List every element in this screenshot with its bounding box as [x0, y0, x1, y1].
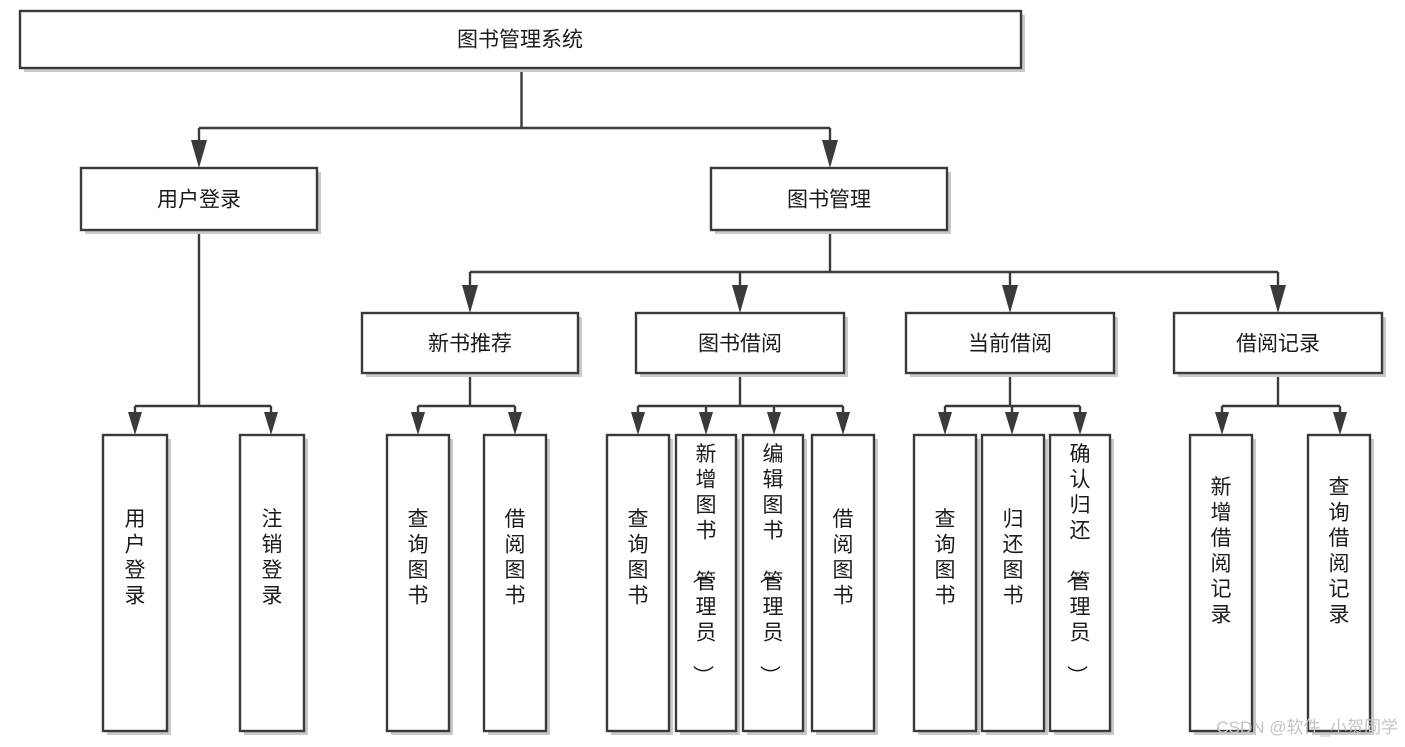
node-borrow-record-label: 借阅记录: [1236, 333, 1320, 356]
leaf-logout-login-box: [238, 433, 306, 733]
node-book-management-label: 图书管理: [787, 189, 871, 212]
leaf-query-book-3-box: [912, 433, 978, 733]
node-book-borrow-box: [634, 311, 846, 375]
leaf-add-book[interactable]: 新增图书（管理员）: [674, 433, 740, 735]
leaf-edit-book[interactable]: 编辑图书（管理员）: [741, 433, 807, 735]
connectors-borrow-to-leaves: [631, 375, 850, 435]
connectors-book-management-to-level2: [462, 232, 1286, 313]
arrow-head-new-book-recommend: [462, 285, 478, 313]
leaf-query-book-1-label: 查询图书: [408, 508, 429, 608]
leaf-add-borrow-record-box: [1188, 433, 1254, 733]
leaf-query-borrow-record[interactable]: 查询借阅记录: [1306, 433, 1374, 735]
arrow-head-leaf-logout-login: [264, 412, 278, 435]
leaf-add-borrow-record-label: 新增借阅记录: [1211, 476, 1232, 627]
watermark-label: CSDN @软件_小贺同学: [1216, 718, 1398, 737]
leaf-query-book-3[interactable]: 查询图书: [912, 433, 980, 735]
leaf-edit-book-label: 编辑图书（管理员）: [758, 443, 784, 686]
arrow-head-current-borrow: [1002, 285, 1018, 313]
arrow-head-leaf-query-book-3: [938, 412, 952, 435]
leaf-query-book-1-box: [385, 433, 451, 733]
arrow-head-book-management: [822, 140, 838, 168]
connectors-recommend-to-leaves: [411, 375, 522, 435]
leaf-return-book-box: [980, 433, 1046, 733]
leaf-query-book-3-label: 查询图书: [935, 508, 956, 608]
leaf-return-book[interactable]: 归还图书: [980, 433, 1048, 735]
node-new-book-recommend[interactable]: 新书推荐: [360, 311, 582, 377]
node-user-login-box: [79, 166, 319, 232]
leaf-confirm-return-box: [1048, 433, 1112, 733]
leaf-borrow-book-1[interactable]: 借阅图书: [482, 433, 550, 735]
arrow-head-leaf-query-book-1: [411, 412, 425, 435]
node-current-borrow-box: [904, 311, 1116, 375]
leaf-user-login[interactable]: 用户登录: [101, 433, 171, 735]
leaf-query-book-2-label: 查询图书: [628, 508, 649, 608]
leaf-user-login-label: 用户登录: [125, 508, 146, 608]
leaf-query-book-2[interactable]: 查询图书: [605, 433, 673, 735]
leaf-logout-login[interactable]: 注销登录: [238, 433, 308, 735]
leaf-query-borrow-record-label: 查询借阅记录: [1329, 476, 1350, 627]
node-borrow-record[interactable]: 借阅记录: [1172, 311, 1386, 377]
leaf-borrow-book-2-box: [810, 433, 876, 733]
node-new-book-recommend-label: 新书推荐: [428, 333, 512, 356]
node-book-management[interactable]: 图书管理: [709, 166, 951, 234]
arrow-head-leaf-borrow-book-2: [836, 412, 850, 435]
arrow-head-book-borrow: [732, 285, 748, 313]
leaf-query-book-2-box: [605, 433, 671, 733]
leaf-confirm-return[interactable]: 确认归还（管理员）: [1048, 433, 1114, 735]
node-root-label: 图书管理系统: [457, 29, 583, 52]
node-book-management-box: [709, 166, 949, 232]
connectors-current-to-leaves: [938, 375, 1087, 435]
leaf-borrow-book-1-box: [482, 433, 548, 733]
leaf-borrow-book-2-label: 借阅图书: [833, 508, 854, 608]
leaf-user-login-box: [101, 433, 169, 733]
arrow-head-leaf-add-book: [699, 412, 713, 435]
leaf-query-borrow-record-box: [1306, 433, 1372, 733]
arrow-head-leaf-query-borrow-record: [1333, 412, 1347, 435]
leaf-add-book-label: 新增图书（管理员）: [691, 443, 717, 686]
leaf-confirm-return-label: 确认归还（管理员）: [1065, 443, 1091, 686]
node-current-borrow[interactable]: 当前借阅: [904, 311, 1118, 377]
leaf-edit-book-box: [741, 433, 805, 733]
arrow-head-leaf-confirm-return: [1073, 412, 1087, 435]
connectors-user-login-to-leaves: [128, 232, 278, 435]
node-root-box: [18, 9, 1023, 70]
arrow-head-leaf-user-login: [128, 412, 142, 435]
arrow-head-leaf-add-borrow-record: [1215, 412, 1229, 435]
node-borrow-record-box: [1172, 311, 1384, 375]
arrow-head-leaf-return-book: [1005, 412, 1019, 435]
leaf-query-book-1[interactable]: 查询图书: [385, 433, 453, 735]
arrow-head-leaf-borrow-book-1: [508, 412, 522, 435]
node-book-borrow[interactable]: 图书借阅: [634, 311, 848, 377]
leaf-add-borrow-record[interactable]: 新增借阅记录: [1188, 433, 1256, 735]
leaf-borrow-book-1-label: 借阅图书: [505, 508, 526, 608]
node-new-book-recommend-box: [360, 311, 580, 375]
leaf-return-book-label: 归还图书: [1003, 508, 1024, 608]
node-root[interactable]: 图书管理系统: [18, 9, 1025, 72]
leaf-logout-login-label: 注销登录: [262, 508, 283, 608]
node-user-login-label: 用户登录: [157, 189, 241, 212]
leaf-add-book-box: [674, 433, 738, 733]
node-user-login[interactable]: 用户登录: [79, 166, 321, 234]
node-current-borrow-label: 当前借阅: [968, 333, 1052, 356]
arrow-head-leaf-query-book-2: [631, 412, 645, 435]
arrow-head-leaf-edit-book: [767, 412, 781, 435]
arrow-head-borrow-record: [1270, 285, 1286, 313]
leaf-borrow-book-2[interactable]: 借阅图书: [810, 433, 878, 735]
arrow-head-user-login: [191, 140, 207, 168]
connectors-root-to-level1: [191, 68, 838, 168]
node-book-borrow-label: 图书借阅: [698, 333, 782, 356]
connectors-record-to-leaves: [1215, 375, 1347, 435]
